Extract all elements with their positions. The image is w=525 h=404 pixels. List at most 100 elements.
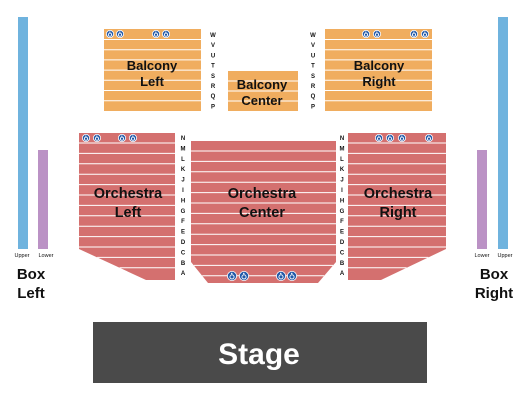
orchestra-left-row-g: G	[181, 209, 186, 215]
balcony-right-label-line1: Balcony	[354, 58, 405, 73]
box-left-lower-label: Lower	[39, 253, 54, 259]
orchestra-left-row-f: F	[181, 219, 185, 225]
balcony-left-row-r: R	[211, 84, 216, 90]
box-right-upper-section[interactable]	[498, 17, 508, 249]
orchestra-right-row-l: L	[340, 157, 344, 163]
accessible-seating-markers[interactable]	[82, 29, 433, 281]
wheelchair-icon[interactable]	[424, 133, 433, 142]
orchestra-left-row-c: C	[181, 250, 186, 256]
box-right-upper-label: Upper	[498, 253, 513, 259]
box-left-upper-section[interactable]	[18, 17, 28, 249]
wheelchair-icon[interactable]	[93, 133, 102, 142]
balcony-right-row-p: P	[311, 104, 315, 110]
box-right-lower-section[interactable]	[477, 150, 487, 249]
orchestra-right-label-line1: Orchestra	[364, 186, 433, 202]
orchestra-left-row-h: H	[181, 198, 185, 204]
orchestra-right-row-d: D	[340, 240, 345, 246]
balcony-center-section[interactable]: Balcony Center	[228, 71, 298, 111]
orchestra-center-label-line1: Orchestra	[228, 186, 297, 202]
balcony-center-label-line1: Balcony	[237, 77, 288, 92]
orchestra-left-row-d: D	[181, 240, 186, 246]
orchestra-right-row-j: J	[340, 178, 343, 184]
orchestra-left-row-b: B	[181, 261, 186, 267]
wheelchair-icon[interactable]	[420, 29, 429, 38]
orchestra-left-row-n: N	[181, 136, 185, 142]
orchestra-right-row-b: B	[340, 261, 345, 267]
wheelchair-icon[interactable]	[361, 29, 370, 38]
orchestra-right-row-h: H	[340, 198, 344, 204]
balcony-left-row-w: W	[210, 33, 216, 39]
box-left-label-line2: Left	[17, 285, 45, 302]
balcony-left-row-v: V	[211, 43, 215, 49]
balcony-right-row-r: R	[311, 84, 316, 90]
orchestra-right-row-i: I	[341, 188, 343, 194]
stage-label: Stage	[218, 338, 300, 371]
balcony-left-row-p: P	[211, 104, 215, 110]
orchestra-right-row-e: E	[340, 230, 344, 236]
balcony-right-row-u: U	[311, 53, 315, 59]
orchestra-right-row-m: M	[340, 146, 345, 152]
orchestra-right-section[interactable]: Orchestra Right	[348, 133, 446, 280]
wheelchair-icon[interactable]	[385, 133, 394, 142]
wheelchair-icon[interactable]	[118, 133, 127, 142]
orchestra-center-label-line2: Center	[239, 205, 285, 221]
orchestra-left-row-m: M	[181, 146, 186, 152]
orchestra-right-row-c: C	[340, 250, 345, 256]
orchestra-left-row-a: A	[181, 271, 186, 277]
box-left-upper-label: Upper	[15, 253, 30, 259]
wheelchair-icon[interactable]	[161, 29, 170, 38]
wheelchair-icon[interactable]	[397, 133, 406, 142]
orchestra-left-label-line2: Left	[115, 205, 142, 221]
orchestra-right-row-k: K	[340, 167, 345, 173]
wheelchair-icon[interactable]	[275, 270, 286, 281]
balcony-right-row-q: Q	[311, 94, 316, 100]
orchestra-right-row-g: G	[340, 209, 345, 215]
wheelchair-icon[interactable]	[128, 133, 137, 142]
balcony-right-row-w: W	[310, 33, 316, 39]
orchestra-left-row-e: E	[181, 230, 185, 236]
orchestra-left-row-j: J	[181, 178, 184, 184]
wheelchair-icon[interactable]	[116, 29, 125, 38]
balcony-left-row-q: Q	[211, 94, 216, 100]
balcony-right-label-line2: Right	[362, 74, 396, 89]
wheelchair-icon[interactable]	[409, 29, 418, 38]
wheelchair-icon[interactable]	[372, 29, 381, 38]
balcony-left-row-s: S	[211, 74, 215, 80]
orchestra-right-row-f: F	[340, 219, 344, 225]
orchestra-right-label-line2: Right	[379, 205, 416, 221]
wheelchair-icon[interactable]	[106, 29, 115, 38]
balcony-right-row-v: V	[311, 43, 315, 49]
balcony-center-label-line2: Center	[241, 93, 282, 108]
wheelchair-icon[interactable]	[151, 29, 160, 38]
wheelchair-icon[interactable]	[286, 270, 297, 281]
orchestra-left-row-l: L	[181, 157, 185, 163]
box-left-lower-section[interactable]	[38, 150, 48, 249]
orchestra-left-section[interactable]: Orchestra Left	[79, 133, 175, 280]
orchestra-left-row-i: I	[182, 188, 184, 194]
wheelchair-icon[interactable]	[238, 270, 249, 281]
orchestra-center-section[interactable]: Orchestra Center	[191, 141, 336, 283]
wheelchair-icon[interactable]	[226, 270, 237, 281]
balcony-left-row-u: U	[211, 53, 215, 59]
stage: Stage	[93, 322, 427, 383]
balcony-right-row-t: T	[311, 64, 315, 70]
wheelchair-icon[interactable]	[374, 133, 383, 142]
orchestra-right-row-a: A	[340, 271, 345, 277]
balcony-left-section[interactable]: Balcony Left	[104, 29, 201, 111]
box-right-label-line1: Box	[480, 266, 509, 283]
orchestra-left-label-line1: Orchestra	[94, 186, 163, 202]
wheelchair-icon[interactable]	[82, 133, 91, 142]
orchestra-right-row-n: N	[340, 136, 344, 142]
balcony-right-section[interactable]: Balcony Right	[325, 29, 432, 111]
box-left-label-line1: Box	[17, 266, 46, 283]
orchestra-left-row-k: K	[181, 167, 186, 173]
balcony-right-row-s: S	[311, 74, 315, 80]
balcony-left-label-line1: Balcony	[127, 58, 178, 73]
box-right-label-line2: Right	[475, 285, 513, 302]
box-right-lower-label: Lower	[475, 253, 490, 259]
